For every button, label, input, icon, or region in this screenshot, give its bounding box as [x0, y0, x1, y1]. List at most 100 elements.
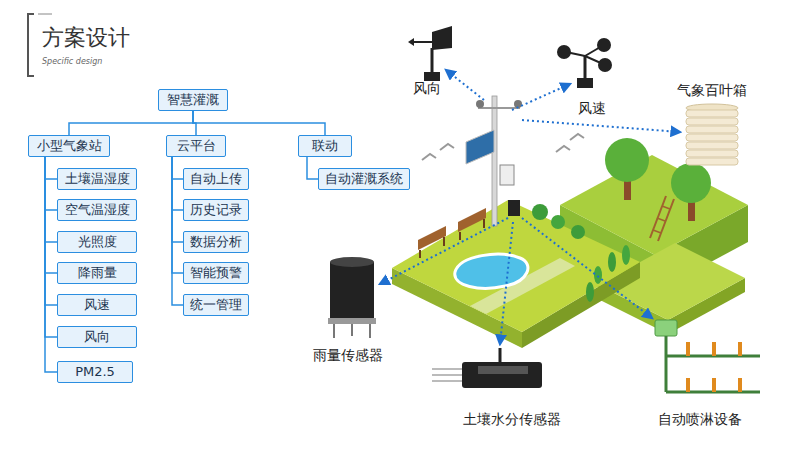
louver-box-part [686, 142, 738, 149]
benches-part [459, 232, 461, 240]
trees-part [650, 196, 666, 238]
shrubs-part [586, 282, 594, 302]
anemometer-part [598, 58, 612, 72]
shrubs-part [551, 215, 565, 229]
tree-connector [193, 111, 325, 135]
park-platform-part [392, 200, 640, 332]
soil-sensor-part [432, 380, 462, 382]
tree-connector [172, 157, 183, 179]
trees-part [653, 230, 661, 233]
station-pole-part [508, 200, 520, 216]
tree-box: 统一管理 [183, 294, 249, 316]
box-label: 空气温湿度 [65, 202, 130, 218]
pointer-arrows-part [380, 218, 508, 284]
rain-gauge-part [369, 324, 371, 338]
louver-box-part [686, 150, 738, 157]
tree-box: 小型气象站 [28, 135, 110, 157]
pointer-arrows-part [446, 70, 484, 100]
sprinkler-part [712, 378, 716, 392]
slide-title: 方案设计 [42, 25, 130, 51]
soil-sensor-part [432, 374, 462, 376]
part-label: 雨量传感器 [313, 347, 383, 364]
box-label: 风向 [84, 329, 110, 345]
birds-part [440, 144, 454, 150]
wind-vane-part [412, 41, 434, 43]
birds-part [422, 154, 436, 160]
wind-vane [408, 26, 452, 81]
trees-part [662, 206, 670, 209]
rain-gauge-part [351, 324, 353, 336]
tree-box: 风速 [57, 294, 137, 316]
shrubs-part [594, 266, 602, 284]
soil-sensor-part [462, 362, 542, 388]
tree-connector [307, 157, 318, 179]
trees-part [671, 163, 711, 203]
soil-sensor-part [499, 348, 502, 362]
station-pole-part [478, 107, 520, 109]
part-label: 风向 [413, 80, 441, 97]
sprinkler-part [655, 320, 677, 336]
louver-box [686, 104, 738, 165]
box-label: 自动上传 [190, 171, 242, 187]
wind-vane-part [432, 26, 452, 50]
tree-connector [45, 157, 57, 242]
tree-connector [172, 157, 183, 273]
wind-vane-part [431, 48, 434, 74]
louver-box-part [686, 110, 738, 117]
station-pole [466, 96, 522, 226]
sprinkler-part [712, 342, 716, 356]
pointer-arrows-part [500, 222, 513, 344]
part-label: 土壤水分传感器 [463, 411, 561, 428]
box-label: 小型气象站 [37, 138, 102, 154]
shrubs-part [608, 252, 616, 272]
soil-sensor-part [478, 366, 528, 374]
benches-part [458, 208, 486, 232]
station-pole-part [492, 96, 497, 226]
box-label: 数据分析 [190, 234, 242, 250]
box-label: 历史记录 [190, 202, 242, 218]
tree-connector [45, 157, 57, 305]
tree-box: 历史记录 [183, 199, 249, 221]
tree-connector [172, 157, 183, 305]
box-label: 智慧灌溉 [167, 92, 219, 108]
box-label: 联动 [312, 138, 338, 154]
root-box: 智慧灌溉 [158, 89, 228, 111]
shrubs-part [571, 225, 585, 239]
louver-box-part [686, 126, 738, 133]
rain-gauge [328, 257, 376, 338]
pond-part [455, 254, 528, 288]
tree-box: 自动灌溉系统 [318, 168, 410, 190]
pointer-arrows-part [512, 84, 570, 110]
anemometer-part [597, 38, 611, 52]
benches [418, 208, 486, 258]
anemometer-part [557, 45, 571, 59]
tree-box: 风向 [57, 326, 137, 348]
trees-part [657, 218, 665, 221]
anemometer [557, 38, 612, 88]
tree-connector [45, 157, 57, 179]
benches-part [443, 237, 445, 246]
box-label: 统一管理 [190, 297, 242, 313]
tree-box: 云平台 [166, 135, 226, 157]
rain-gauge-part [333, 324, 335, 338]
birds [422, 134, 584, 160]
box-label: 风速 [84, 297, 110, 313]
pointer-arrows-part [522, 218, 652, 318]
anemometer-part [577, 78, 593, 88]
tree-connector [45, 157, 57, 372]
sprinkler-part [738, 378, 742, 392]
soil-sensor [432, 348, 542, 388]
subtitle: Specific design [42, 57, 102, 67]
tree-box: 联动 [298, 135, 352, 157]
soil-sensor-part [432, 368, 462, 370]
box-label: 自动灌溉系统 [325, 171, 403, 187]
trees-part [658, 199, 674, 241]
tree-connector [69, 111, 193, 135]
box-label: PM2.5 [75, 364, 115, 380]
wind-vane-part [408, 38, 414, 46]
rain-gauge-part [330, 257, 374, 267]
tree-connector [45, 157, 57, 337]
tree-box: 数据分析 [183, 231, 249, 253]
rain-gauge-part [330, 262, 374, 320]
